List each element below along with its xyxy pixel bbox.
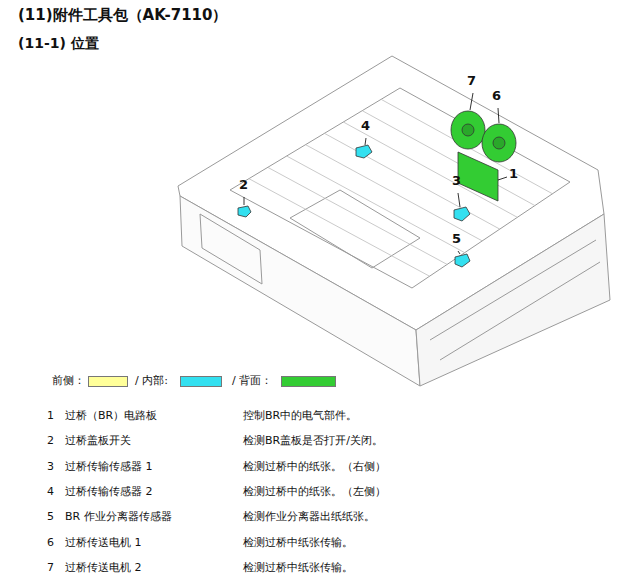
table-cell: 4: [47, 486, 54, 499]
callout-number: 3: [452, 174, 461, 189]
table-cell: 检测过桥中的纸张。（左侧）: [243, 486, 386, 499]
legend-swatch: [180, 376, 222, 387]
table-cell: 5: [47, 511, 54, 524]
leader-lines: [244, 93, 507, 254]
sensor-3: [454, 207, 470, 221]
table-cell: 过桥传送电机 1: [65, 537, 142, 550]
table-cell: 过桥传输传感器 2: [65, 486, 153, 499]
housing-right: [416, 214, 610, 386]
callout-number: 5: [452, 232, 461, 247]
legend-text: 前侧：: [52, 375, 85, 388]
table-cell: 检测BR盖板是否打开/关闭。: [243, 435, 383, 448]
tray-rib: [268, 167, 447, 264]
tray-rib: [343, 122, 517, 217]
table-cell: 过桥盖板开关: [65, 435, 131, 448]
table-cell: 过桥传送电机 2: [65, 562, 142, 575]
table-cell: 检测过桥中的纸张。（右侧）: [243, 461, 386, 474]
page-title: (11)附件工具包（AK-7110）: [18, 7, 228, 24]
table-cell: 6: [47, 537, 54, 550]
table-cell: 过桥（BR）电路板: [65, 410, 157, 423]
tray-step: [290, 190, 420, 268]
table-cell: 过桥传输传感器 1: [65, 461, 153, 474]
table-cell: 检测过桥中纸张传输。: [243, 562, 353, 575]
callout-number: 7: [467, 74, 476, 89]
tray-rib: [249, 179, 430, 277]
section-heading: (11-1) 位置: [18, 35, 99, 51]
tray-rib: [362, 111, 535, 206]
table-cell: 2: [47, 435, 54, 448]
table-cell: 7: [47, 562, 54, 575]
table-cell: 1: [47, 410, 54, 423]
tray-rib: [287, 156, 465, 253]
legend-swatch: [88, 376, 128, 387]
table-cell: 控制BR中的电气部件。: [243, 410, 357, 423]
tray-inner: [230, 88, 570, 288]
legend-swatch: [281, 376, 336, 387]
front-recess: [200, 214, 262, 284]
callout-number: 1: [509, 167, 518, 182]
tray-rib: [306, 145, 483, 241]
sensor-4: [356, 145, 372, 158]
sensor-2: [238, 206, 251, 217]
table-cell: BR 作业分离器传感器: [65, 511, 172, 524]
motor-6: [482, 124, 516, 162]
right-panel: [430, 240, 600, 360]
callout-number: 6: [492, 89, 501, 104]
table-cell: 检测过桥中纸张传输。: [243, 537, 353, 550]
table-cell: 3: [47, 461, 54, 474]
legend-text: / 内部:: [135, 375, 168, 388]
motor-7: [451, 111, 485, 149]
table-cell: 检测作业分离器出纸纸张。: [243, 511, 375, 524]
callout-number: 2: [239, 178, 248, 193]
legend-text: / 背面：: [232, 375, 272, 388]
callout-number: 4: [361, 119, 370, 134]
sensor-5: [455, 254, 470, 267]
